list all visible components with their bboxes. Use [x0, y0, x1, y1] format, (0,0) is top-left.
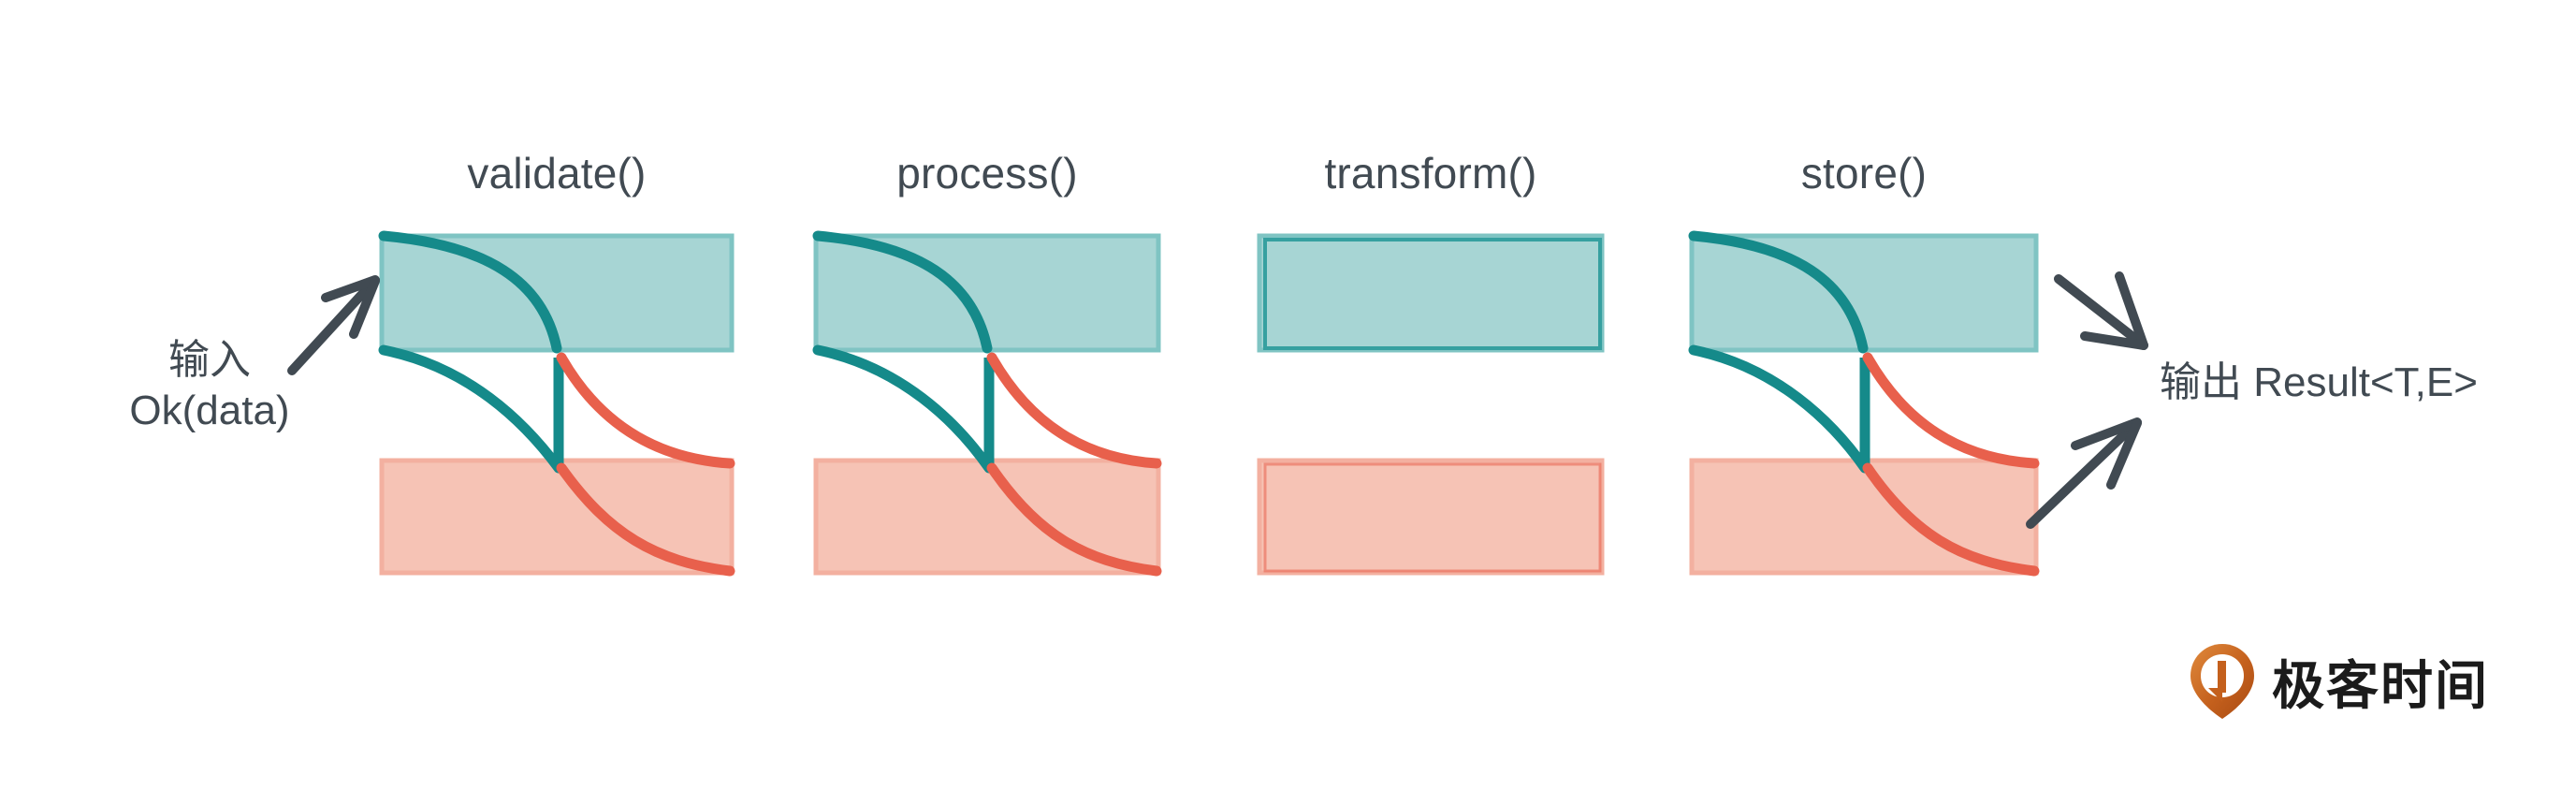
stage-transform	[1257, 233, 1605, 576]
stage-transform-err-box	[1257, 458, 1605, 576]
stage-transform-ok-box	[1257, 233, 1605, 353]
stage-store-err-flow-upper	[1862, 352, 2040, 469]
geektime-logo: 极客时间	[2188, 642, 2489, 721]
input-label-line1: 输入	[168, 337, 251, 383]
output-arrow-lower-icon	[2026, 417, 2142, 529]
stage-store-ok-to-err-flow	[1688, 344, 1870, 474]
stage-label-process: process()	[896, 149, 1078, 198]
location-pin-icon	[2190, 644, 2254, 719]
stage-validate	[378, 230, 735, 577]
stage-transform-ok-box-inner-edge	[1263, 238, 1602, 350]
input-label: 输入 Ok(data)	[112, 335, 307, 435]
stage-store	[1688, 230, 2040, 577]
stage-validate-ok-flow	[378, 230, 562, 354]
stage-transform-err-box-inner-edge	[1263, 462, 1602, 573]
stage-validate-err-flow-upper	[556, 352, 735, 469]
stage-label-transform: transform()	[1324, 149, 1537, 198]
stage-process-err-flow-upper	[986, 352, 1162, 469]
stage-store-err-flow-lower	[1862, 462, 2040, 577]
stage-label-validate: validate()	[467, 149, 647, 198]
stage-store-ok-box	[1689, 233, 2039, 353]
stage-process-ok-to-err-flow	[812, 344, 995, 474]
output-arrow-upper-icon	[2054, 271, 2148, 350]
output-label: 输出 Result<T,E>	[2160, 359, 2478, 405]
stage-process-ok-flow	[812, 230, 993, 354]
stage-process-err-flow-lower	[986, 462, 1162, 577]
geektime-logo-text: 极客时间	[2272, 655, 2489, 717]
stage-process	[812, 230, 1162, 577]
stage-validate-err-flow-lower	[556, 462, 735, 577]
input-arrow-icon	[287, 275, 380, 375]
input-label-line2: Ok(data)	[129, 387, 290, 433]
stage-store-ok-flow	[1688, 230, 1869, 354]
stage-validate-ok-to-err-flow	[378, 344, 564, 474]
stage-label-store: store()	[1800, 149, 1928, 198]
